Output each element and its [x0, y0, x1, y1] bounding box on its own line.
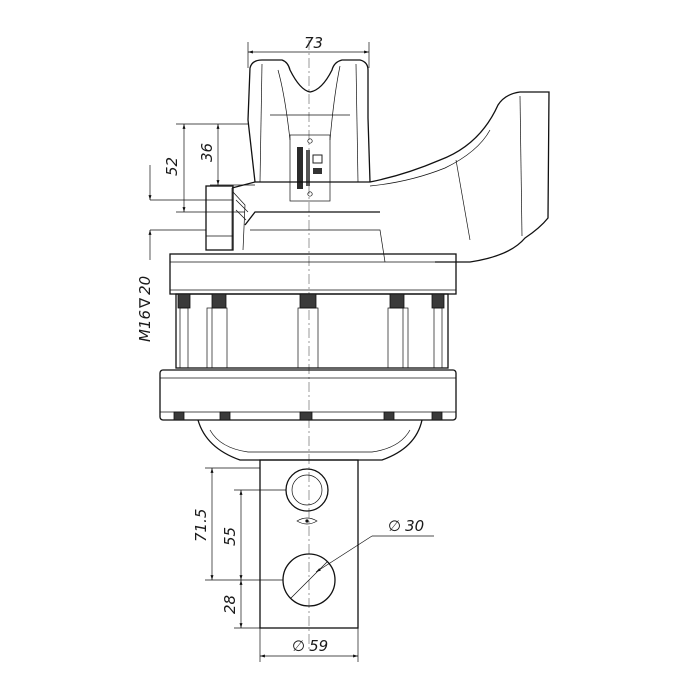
diameter-symbol-59: ∅: [292, 637, 305, 655]
dimension-shaft-heights: 71.5 55 28: [192, 467, 286, 629]
bottom-housing: [197, 419, 423, 461]
dimension-shaft-width: ∅59: [259, 628, 359, 662]
dimension-52-36: 52 36: [150, 123, 255, 213]
hole-diameter-value: 30: [405, 517, 424, 535]
dim-71-5-text: 71.5: [192, 509, 210, 542]
diameter-symbol: ∅: [388, 517, 401, 535]
dim-thread-text: M16∇ 20: [136, 276, 154, 342]
top-link-ear: [247, 59, 371, 202]
dimension-thread: M16∇ 20: [136, 165, 206, 342]
dim-36-text: 36: [198, 143, 216, 162]
dim-52-text: 52: [163, 157, 181, 176]
dimension-hole-diameter: ∅30: [315, 517, 434, 573]
dim-diameter-30-text: ∅30: [388, 517, 424, 535]
thread-size: M16: [136, 310, 154, 342]
dim-55-text: 55: [221, 527, 239, 546]
dimension-73: 73: [247, 34, 370, 68]
lower-flange: [159, 369, 457, 421]
nameplate: [289, 134, 331, 202]
shaft-width-value: 59: [309, 637, 328, 655]
hydraulic-port-m16: [205, 185, 249, 251]
upper-flange: [169, 253, 457, 295]
thread-depth: 20: [136, 276, 154, 295]
depth-symbol: ∇: [136, 297, 154, 309]
dim-diameter-59-text: ∅59: [292, 637, 328, 655]
bolt-section: [175, 293, 449, 369]
swivel-housing: [231, 91, 550, 263]
rotation-symbol: [296, 517, 318, 525]
dim-28-text: 28: [221, 595, 239, 614]
dim-top-width-text: 73: [304, 34, 323, 52]
